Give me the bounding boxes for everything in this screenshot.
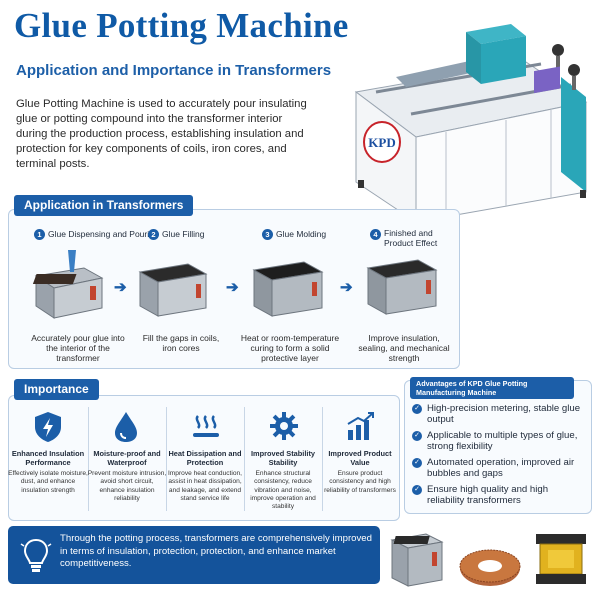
intro-paragraph: Glue Potting Machine is used to accurate… xyxy=(16,98,307,170)
summary-banner xyxy=(8,526,380,584)
bar-chart-icon xyxy=(347,412,374,440)
importance-4-desc: Enhance structural consistency, reduce v… xyxy=(250,470,316,511)
step-title: Glue Filling xyxy=(162,229,205,239)
heat-waves-icon xyxy=(193,415,219,437)
step-2-heading: 2 Glue Filling xyxy=(148,229,238,240)
step-1-heading: 1 Glue Dispensing and Pouring xyxy=(34,229,159,240)
gear-icon xyxy=(270,412,298,440)
shield-bolt-icon xyxy=(35,412,61,442)
water-drop-icon xyxy=(115,412,137,442)
advantage-item: ✓ Applicable to multiple types of glue, … xyxy=(412,430,588,452)
step-3-heading: 3 Glue Molding xyxy=(262,229,352,240)
importance-panel xyxy=(8,395,400,521)
step-2-caption: Fill the gaps in coils, iron cores xyxy=(142,333,220,353)
summary-text: Through the potting process, transformer… xyxy=(60,533,372,569)
importance-3-title: Heat Dissipation and Protection xyxy=(168,449,242,467)
step-1-caption: Accurately pour glue into the interior o… xyxy=(31,333,125,363)
column-divider xyxy=(322,407,323,511)
check-icon: ✓ xyxy=(412,404,422,414)
column-divider xyxy=(88,407,89,511)
potting-machine-illustration: KPD xyxy=(354,24,588,228)
column-divider xyxy=(166,407,167,511)
importance-2-title: Moisture-proof and Waterproof xyxy=(93,449,161,467)
arrow-right-icon: ➔ xyxy=(340,279,353,296)
advantage-item: ✓ Automated operation, improved air bubb… xyxy=(412,457,588,479)
transformer-components-image xyxy=(390,533,586,587)
step-3-caption: Heat or room-temperature curing to form … xyxy=(240,333,340,363)
arrow-right-icon: ➔ xyxy=(226,279,239,296)
step-4-caption: Improve insulation, sealing, and mechani… xyxy=(358,333,450,363)
step-number: 1 xyxy=(34,229,45,240)
advantage-item: ✓ High-precision metering, stable glue o… xyxy=(412,403,588,425)
transformer-molding-image xyxy=(252,261,324,317)
step-number: 3 xyxy=(262,229,273,240)
importance-1-title: Enhanced Insulation Performance xyxy=(11,449,85,467)
importance-1-desc: Effectively isolate moisture, dust, and … xyxy=(8,470,88,494)
step-title: Finished and Product Effect xyxy=(384,228,438,248)
step-number: 4 xyxy=(370,229,381,240)
advantages-panel xyxy=(404,380,592,514)
importance-2-desc: Prevent moisture intrusion, avoid short … xyxy=(87,470,167,502)
lightbulb-icon xyxy=(20,538,52,572)
column-divider xyxy=(244,407,245,511)
step-title: Glue Molding xyxy=(276,229,327,239)
transformer-filling-image xyxy=(138,263,208,317)
check-icon: ✓ xyxy=(412,485,422,495)
transformer-pouring-image xyxy=(32,250,104,319)
check-icon: ✓ xyxy=(412,458,422,468)
step-number: 2 xyxy=(148,229,159,240)
page-subtitle: Application and Importance in Transforme… xyxy=(16,62,332,79)
page-title: Glue Potting Machine xyxy=(14,6,349,45)
advantage-item: ✓ Ensure high quality and high reliabili… xyxy=(412,484,588,506)
transformer-finished-image xyxy=(366,259,438,315)
advantages-heading: Advantages of KPD Glue Potting Manufactu… xyxy=(410,377,574,399)
importance-3-desc: Improve heat conduction, assist in heat … xyxy=(167,470,243,502)
importance-heading: Importance xyxy=(14,379,99,400)
importance-5-title: Improved Product Value xyxy=(328,449,392,467)
importance-4-title: Improved Stability Stability xyxy=(250,449,316,467)
importance-5-desc: Ensure product consistency and high reli… xyxy=(324,470,396,494)
step-4-heading: 4 Finished and Product Effect xyxy=(370,228,456,248)
application-heading: Application in Transformers xyxy=(14,195,194,216)
check-icon: ✓ xyxy=(412,431,422,441)
arrow-right-icon: ➔ xyxy=(114,279,127,296)
kpd-logo: KPD xyxy=(368,135,395,150)
step-title: Glue Dispensing and Pouring xyxy=(48,229,159,239)
